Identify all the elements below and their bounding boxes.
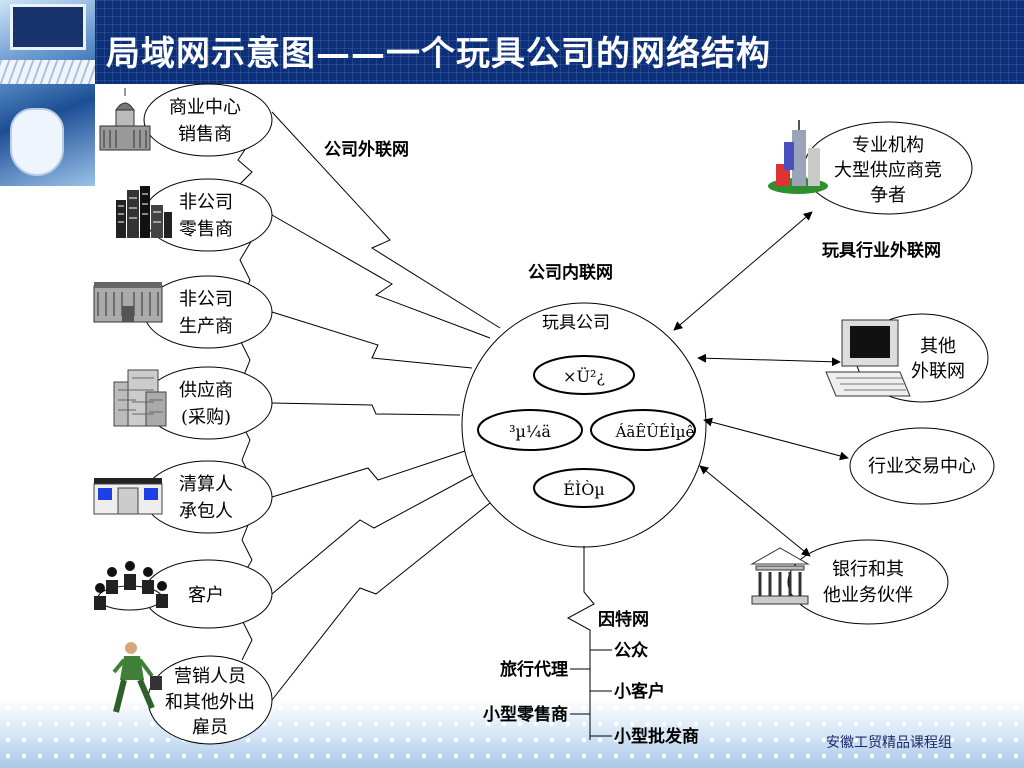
svg-text:雇员: 雇员 [192,717,228,738]
arrow-professional-orgs [673,211,813,331]
hub-node-business-label: ÉÌÒµ [563,479,605,499]
internet-public: 公众 [614,640,649,661]
meeting-people-icon [94,561,168,611]
node-professional-orgs: 专业机构 大型供应商竞 争者 [803,121,973,215]
node-banks-partners: 银行和其 他业务伙伴 [787,539,949,625]
node-commercial-center: 商业中心 销售商 [143,83,273,157]
svg-text:争者: 争者 [870,185,906,206]
hub-node-headquarters [533,355,635,395]
svg-text:其他: 其他 [920,336,956,357]
arrow-banks [699,465,811,557]
hub-node-retail-store-label: ÁãÊÛÉÌµê [615,423,695,441]
arrow-other-extranet [697,353,841,367]
right-links [673,211,849,557]
svg-text:非公司: 非公司 [179,192,233,213]
hub-node-workshop-label: ³µ¼ä [509,422,551,441]
svg-text:(采购): (采购) [181,407,231,428]
link-liquidator [271,449,469,498]
hub-node-headquarters-label: ×Ü²¿ [563,366,605,386]
hub-node-retail-store [590,409,696,451]
skyscrapers-icon [768,120,828,194]
node-retailer: 非公司 零售商 [143,178,273,252]
slide-title: 局域网示意图——一个玩具公司的网络结构 [106,34,771,74]
computer-icon [825,319,911,397]
intranet-label: 公司内联网 [528,262,613,283]
node-customer: 客户 [143,559,273,629]
link-producer [271,311,473,369]
svg-text:营销人员: 营销人员 [174,666,246,687]
link-customer [271,471,479,595]
internet-small-retailer: 小型零售商 [483,704,568,725]
running-businessman-icon [112,642,162,713]
node-supplier: 供应商 (采购) [143,366,273,440]
node-industry-exchange: 行业交易中心 [849,427,995,505]
factory-building-icon [93,282,163,323]
node-producer: 非公司 生产商 [143,275,273,349]
extranet-label: 公司外联网 [324,139,409,160]
svg-text:商业中心: 商业中心 [169,97,241,118]
internet-small-wholesaler: 小型批发商 [614,726,699,747]
internet-branches [570,649,612,737]
link-supplier [271,402,461,416]
svg-text:和其他外出: 和其他外出 [165,692,255,713]
left-nodes: 商业中心 销售商 非公司 零售商 非公司 生产商 供应商 (采购) 清算人 承包… [143,83,273,745]
internet-link-line [566,546,595,740]
city-skyline-icon [116,186,172,238]
svg-text:专业机构: 专业机构 [852,135,924,156]
svg-text:零售商: 零售商 [179,219,233,240]
bank-icon [750,547,810,605]
extranet-links [271,111,501,701]
industry-extranet-label: 玩具行业外联网 [822,240,941,261]
office-building-icon [113,369,167,427]
capitol-building-icon [99,88,151,151]
arrow-industry-exchange [703,417,849,461]
hub-label: 玩具公司 [542,313,610,333]
svg-text:承包人: 承包人 [179,501,233,522]
svg-text:供应商: 供应商 [179,380,233,401]
header-bar [0,0,1024,84]
link-retailer [271,214,491,339]
svg-text:他业务伙伴: 他业务伙伴 [823,585,913,606]
svg-text:行业交易中心: 行业交易中心 [868,456,976,477]
svg-text:清算人: 清算人 [179,474,233,495]
internet-small-customer: 小客户 [614,681,665,702]
hub-node-workshop [477,409,583,451]
svg-text:大型供应商竞: 大型供应商竞 [834,160,942,181]
svg-text:生产商: 生产商 [179,316,233,337]
shop-front-icon [93,478,163,515]
svg-text:外联网: 外联网 [911,361,965,382]
footer-credit: 安徽工贸精品课程组 [826,735,952,751]
internet-travel-agency: 旅行代理 [500,659,568,680]
node-marketing-staff: 营销人员 和其他外出 雇员 [147,655,273,745]
computer-photo-image [0,0,95,186]
svg-text:客户: 客户 [188,585,224,606]
link-marketing [271,494,501,701]
svg-text:销售商: 销售商 [178,124,232,145]
svg-text:非公司: 非公司 [179,289,233,310]
hub-node-business [533,468,635,508]
internet-label: 因特网 [598,609,649,630]
svg-text:银行和其: 银行和其 [832,559,904,580]
link-commercial-center [271,111,501,329]
node-liquidator: 清算人 承包人 [143,460,273,534]
